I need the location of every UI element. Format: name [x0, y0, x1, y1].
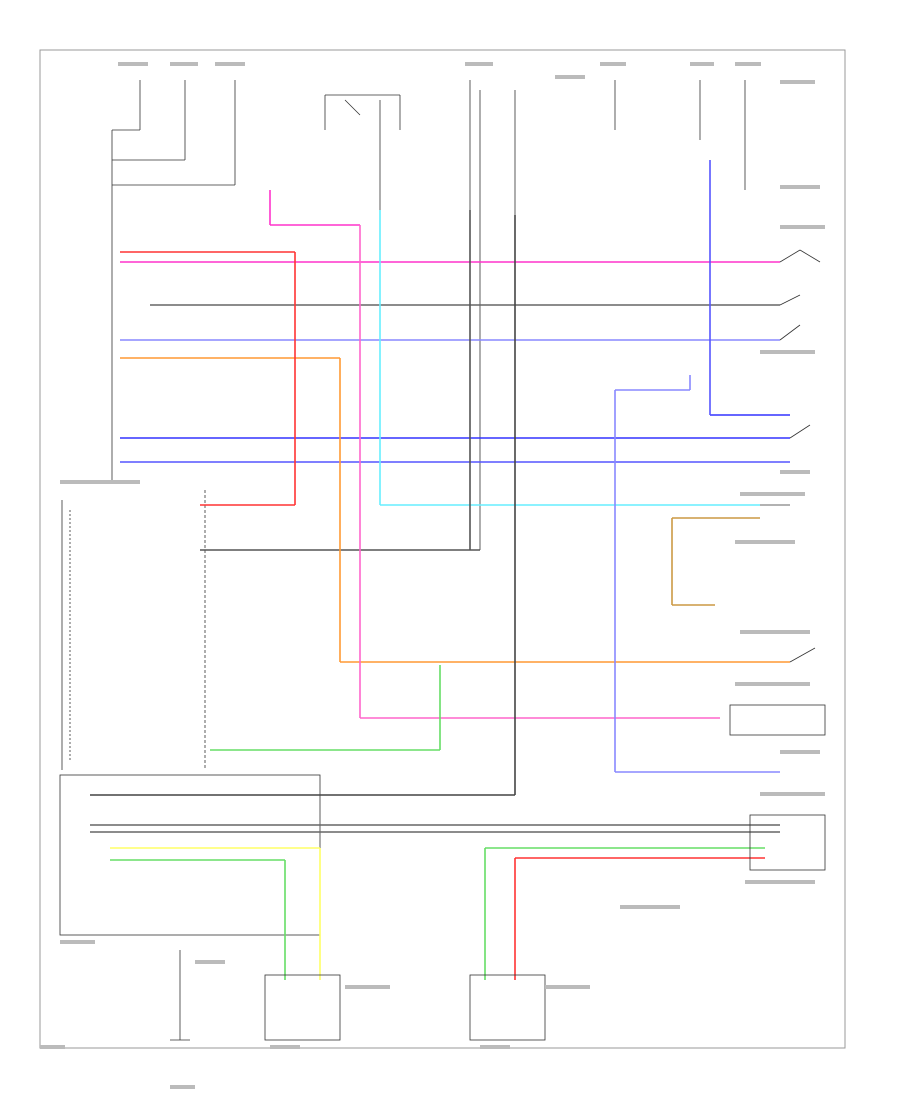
right-sensor-icon [469, 974, 546, 1041]
small-labels [40, 62, 825, 1089]
diagram-frame [39, 49, 846, 1049]
seat-belt-sensors [170, 950, 546, 1041]
wire-runs [90, 251, 790, 861]
right-switches [729, 249, 826, 871]
fuse-block-top [112, 80, 746, 550]
wire-verticals [269, 160, 711, 980]
left-control-module [59, 130, 321, 936]
left-sensor-icon [264, 974, 341, 1041]
